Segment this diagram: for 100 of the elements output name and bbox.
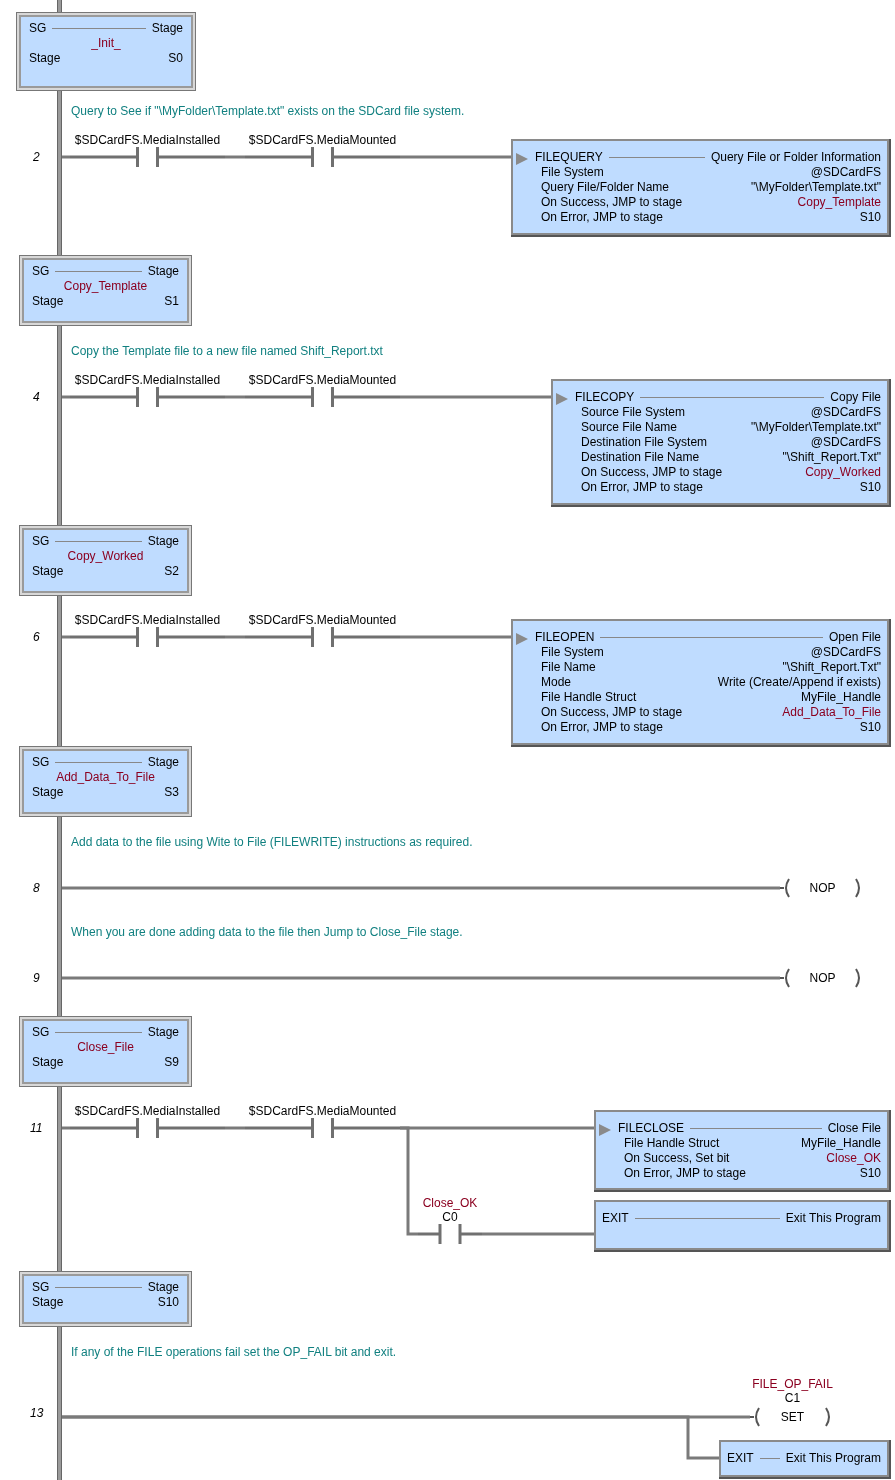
parameter-name: File Name (541, 660, 596, 675)
parameter-value: Copy_Worked (805, 465, 881, 480)
parameter-name: On Success, JMP to stage (581, 465, 723, 480)
coil-instruction: NOP (809, 971, 836, 985)
contact-label: $SDCardFS.MediaInstalled (74, 1104, 221, 1118)
instruction-box (594, 1200, 889, 1250)
parameter-name: On Error, JMP to stage (541, 720, 663, 735)
stage-box (22, 749, 189, 814)
wire (400, 395, 551, 399)
instruction-box (511, 619, 889, 745)
instruction-box (719, 1440, 889, 1477)
stage-type: Stage (32, 564, 64, 579)
instruction-name: FILECOPY (575, 390, 635, 405)
parameter-value: @SDCardFS (810, 405, 881, 420)
parameter-value: S10 (859, 480, 881, 495)
coil-label: FILE_OP_FAIL (752, 1377, 833, 1391)
stage-tag: SG (32, 1280, 50, 1295)
stage-box (19, 15, 193, 88)
stage-tag: SG (29, 21, 47, 36)
instruction-name: FILECLOSE (618, 1121, 685, 1136)
wire (225, 395, 245, 399)
parameter-name: File System (541, 645, 604, 660)
parameter-value: @SDCardFS (810, 165, 881, 180)
stage-type: Stage (32, 1055, 64, 1070)
stage-name: Close_File (77, 1040, 134, 1055)
parameter-value: "\MyFolder\Template.txt" (751, 420, 881, 435)
wire (62, 395, 70, 399)
stage-type: Stage (147, 1280, 179, 1295)
rung-comment: Copy the Template file to a new file named Shift_Report.txt (71, 344, 383, 358)
parameter-name: On Error, JMP to stage (624, 1166, 746, 1181)
parameter-value: @SDCardFS (810, 435, 881, 450)
instruction-description: Copy File (830, 390, 881, 405)
parameter-value: MyFile_Handle (800, 1136, 881, 1151)
parameter-value: Add_Data_To_File (782, 705, 881, 720)
parameter-name: On Success, JMP to stage (541, 195, 683, 210)
stage-name: Copy_Template (63, 279, 148, 294)
contact-label: $SDCardFS.MediaInstalled (74, 613, 221, 627)
coil-instruction: NOP (809, 881, 836, 895)
wire (62, 635, 70, 639)
stage-name: Add_Data_To_File (56, 770, 155, 785)
stage-number: S10 (157, 1295, 179, 1310)
rung-comment: If any of the FILE operations fail set the OP_FAIL bit and exit. (71, 1345, 397, 1359)
contact-label: $SDCardFS.MediaMounted (248, 373, 397, 387)
stage-type: Stage (147, 1025, 179, 1040)
instruction-description: Close File (827, 1121, 881, 1136)
parameter-name: On Error, JMP to stage (581, 480, 703, 495)
contact-label: $SDCardFS.MediaInstalled (74, 133, 221, 147)
instruction-description: Exit This Program (785, 1211, 881, 1226)
wire (225, 635, 245, 639)
parameter-value: S10 (859, 1166, 881, 1181)
parameter-name: File Handle Struct (541, 690, 637, 705)
instruction-name: EXIT (602, 1211, 629, 1226)
contact-label: Close_OK (422, 1196, 478, 1210)
stage-type: Stage (147, 755, 179, 770)
rung-number: 2 (33, 150, 40, 164)
stage-number: S3 (164, 785, 179, 800)
rung-comment: Query to See if "\MyFolder\Template.txt" exists on the SDCard file system. (71, 104, 465, 118)
wire (62, 886, 780, 890)
instruction-name: FILEOPEN (535, 630, 595, 645)
stage-box (22, 1019, 189, 1084)
rung-number: 13 (30, 1406, 44, 1420)
wire (62, 155, 70, 159)
parameter-value: S10 (859, 720, 881, 735)
parameter-value: "\Shift_Report.Txt" (782, 660, 881, 675)
coil-address: C1 (784, 1391, 801, 1405)
parameter-value: @SDCardFS (810, 645, 881, 660)
rung-number: 4 (33, 390, 40, 404)
stage-type: Stage (147, 534, 179, 549)
contact-label: $SDCardFS.MediaMounted (248, 1104, 397, 1118)
stage-box (22, 1274, 189, 1324)
stage-box (22, 528, 189, 593)
stage-number: S9 (164, 1055, 179, 1070)
contact-label: $SDCardFS.MediaInstalled (74, 373, 221, 387)
parameter-name: Destination File System (581, 435, 708, 450)
instruction-name: FILEQUERY (535, 150, 603, 165)
wire (62, 1415, 719, 1460)
parameter-value: S10 (859, 210, 881, 225)
parameter-name: On Success, JMP to stage (541, 705, 683, 720)
wire (225, 1126, 245, 1130)
instruction-box (551, 379, 889, 505)
stage-tag: SG (32, 264, 50, 279)
parameter-name: On Error, JMP to stage (541, 210, 663, 225)
stage-type: Stage (32, 294, 64, 309)
stage-number: S2 (164, 564, 179, 579)
parameter-name: Source File System (581, 405, 686, 420)
wire (225, 155, 245, 159)
stage-tag: SG (32, 534, 50, 549)
stage-type: Stage (147, 264, 179, 279)
rung-number: 8 (33, 881, 40, 895)
stage-type: Stage (32, 1295, 64, 1310)
parameter-name: File System (541, 165, 604, 180)
stage-type: Stage (151, 21, 183, 36)
instruction-description: Query File or Folder Information (710, 150, 881, 165)
parameter-value: "\MyFolder\Template.txt" (751, 180, 881, 195)
parameter-value: MyFile_Handle (800, 690, 881, 705)
contact-address: C0 (442, 1210, 458, 1224)
wire (62, 976, 780, 980)
instruction-box (594, 1110, 889, 1190)
contact-label: $SDCardFS.MediaMounted (248, 613, 397, 627)
parameter-name: File Handle Struct (624, 1136, 720, 1151)
